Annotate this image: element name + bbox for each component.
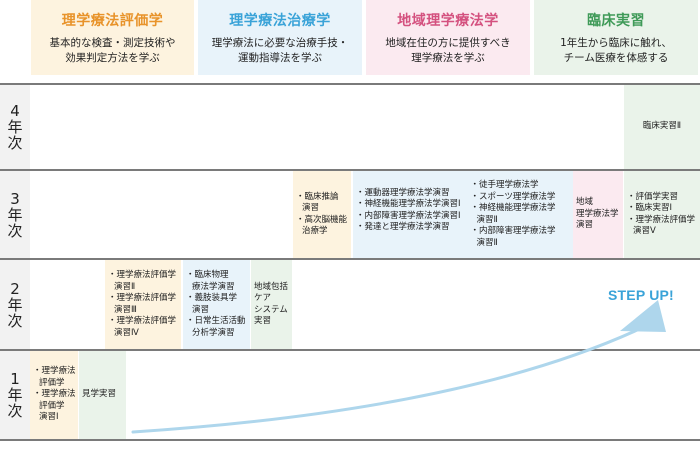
cell-y3-treatment: ・運動器理学療法学演習 ・神経機能理学療法学演習Ⅰ ・内部障害理学療法学演習Ⅰ … (353, 171, 573, 258)
cell-y1-evaluation: ・理学療法 評価学 ・理学療法 評価学 演習Ⅰ (30, 351, 78, 439)
row-divider (0, 439, 700, 441)
row-divider (0, 169, 700, 171)
category-desc: 1年生から臨床に触れ、 チーム医療を体感する (560, 37, 672, 64)
category-clinical: 臨床実習 1年生から臨床に触れ、 チーム医療を体感する (534, 0, 698, 75)
cell-y2-community: 地域包括 ケア システム 実習 (251, 260, 292, 349)
cell-y3-clinical: ・評価学実習 ・臨床実習Ⅰ ・理学療法評価学 演習Ⅴ (624, 171, 700, 258)
category-title: 地域理学療法学 (397, 13, 499, 29)
category-community: 地域理学療法学 地域在住の方に提供すべき 理学療法を学ぶ (366, 0, 530, 75)
row-divider (0, 349, 700, 351)
cell-y4-clinical: 臨床実習Ⅱ (624, 85, 700, 169)
cell-y1-clinical: 見学実習 (79, 351, 126, 439)
row-divider (0, 83, 700, 85)
cell-y2-treatment: ・臨床物理 療法学演習 ・義肢装具学 演習 ・日常生活活動 分析学演習 (183, 260, 250, 349)
category-treatment: 理学療法治療学 理学療法に必要な治療手技・ 運動指導法を学ぶ (198, 0, 362, 75)
cell-y3-community: 地域 理学療法学 演習 (573, 171, 623, 258)
cell-y3-evaluation: ・臨床推論 演習 ・高次脳機能 治療学 (293, 171, 351, 258)
cell-y2-evaluation: ・理学療法評価学 演習Ⅱ ・理学療法評価学 演習Ⅲ ・理学療法評価学 演習Ⅳ (105, 260, 181, 349)
category-title: 臨床実習 (587, 13, 645, 29)
row-divider (0, 258, 700, 260)
category-desc: 理学療法に必要な治療手技・ 運動指導法を学ぶ (211, 37, 349, 64)
step-up-label: STEP UP! (608, 287, 674, 303)
category-evaluation: 理学療法評価学 基本的な検査・測定技術や 効果判定方法を学ぶ (31, 0, 194, 75)
category-title: 理学療法治療学 (229, 13, 331, 29)
category-desc: 基本的な検査・測定技術や 効果判定方法を学ぶ (49, 37, 176, 64)
category-desc: 地域在住の方に提供すべき 理学療法を学ぶ (385, 37, 511, 64)
category-title: 理学療法評価学 (61, 13, 164, 29)
